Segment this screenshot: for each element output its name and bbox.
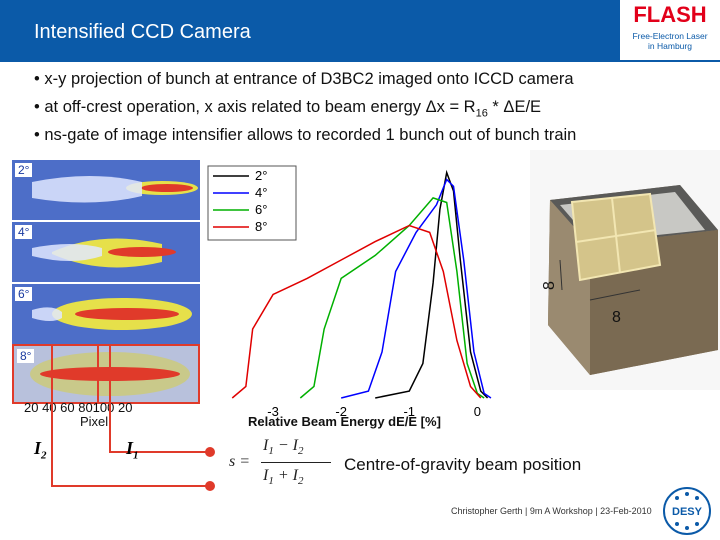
- series-line-3: [299, 197, 485, 399]
- centre-of-gravity-label: Centre-of-gravity beam position: [344, 455, 582, 474]
- signal-label-i1: I1: [126, 438, 139, 462]
- dimension-line: [589, 289, 641, 301]
- strip-label-2deg: 2°: [15, 163, 33, 177]
- bullet-2-text: • at off-crest operation, x axis related…: [34, 98, 476, 116]
- x-tick-label: 0: [474, 404, 481, 416]
- beam-image-graphic: [32, 298, 192, 330]
- legend-label-1: 2°: [255, 168, 267, 183]
- beam-image-graphic: [32, 176, 198, 203]
- formula-numerator: I1 − I2: [263, 437, 304, 458]
- dimension-line: [559, 259, 563, 291]
- wire-i1: [109, 344, 210, 453]
- slide-title: Intensified CCD Camera: [34, 21, 251, 43]
- bullet-2-tail: * ΔE/E: [487, 98, 542, 116]
- wire-i2: [51, 344, 210, 487]
- desy-dots: [675, 492, 699, 530]
- pixel-axis-label: Pixel: [80, 414, 109, 429]
- connector-i2: [205, 481, 215, 491]
- footer-credit: Christopher Gerth | 9m A Workshop | 23-F…: [451, 506, 652, 516]
- camera-dim-label-2: 8: [612, 309, 621, 326]
- x-tick-label: -1: [403, 404, 415, 416]
- legend-label-4: 8°: [255, 219, 267, 234]
- beam-image-strips: 2° 4° 6° 8°: [12, 160, 200, 408]
- strip-label-8deg: 8°: [17, 349, 35, 363]
- iccd-camera-photo: 8 8: [530, 150, 720, 390]
- flash-logo: FLASH Free-Electron Laser in Hamburg: [620, 0, 720, 60]
- connector-i1: [205, 447, 215, 457]
- formula-fraction-bar: [261, 462, 331, 463]
- energy-spectrum-chart: -3 -2 -1 0 2° 4° 6° 8°: [205, 158, 525, 416]
- logo-subtitle-1: Free-Electron Laser: [632, 31, 708, 41]
- desy-ring: [663, 487, 711, 535]
- camera-drawing: 8 8: [541, 185, 718, 375]
- signal-label-i2: I2: [34, 438, 47, 462]
- strip-label-6deg: 6°: [15, 287, 33, 301]
- bullet-3: • ns-gate of image intensifier allows to…: [34, 126, 577, 144]
- series-line-2: [340, 178, 492, 399]
- bullet-2: • at off-crest operation, x axis related…: [34, 98, 541, 119]
- strip-label-4deg: 4°: [15, 225, 33, 239]
- legend-label-2: 4°: [255, 185, 267, 200]
- formula-denominator: I1 + I2: [263, 467, 304, 488]
- centroid-formula: s = I1 − I2 I1 + I2: [225, 433, 347, 493]
- desy-logo: DESY: [663, 487, 711, 535]
- beam-image-6deg: 6°: [12, 284, 200, 344]
- logo-brand: FLASH: [633, 2, 707, 27]
- series-line-1: [375, 169, 489, 399]
- chart-series-group: [231, 169, 492, 399]
- formula-lhs: s =: [229, 453, 251, 470]
- x-tick-label: -3: [267, 404, 279, 416]
- beam-image-4deg: 4°: [12, 222, 200, 282]
- chart-tick-group: -3 -2 -1 0: [267, 404, 481, 416]
- series-line-4: [231, 224, 482, 399]
- header-bar: Intensified CCD Camera FLASH Free-Electr…: [0, 0, 720, 62]
- beam-image-2deg: 2°: [12, 160, 200, 220]
- legend-label-3: 6°: [255, 202, 267, 217]
- bullet-1: • x-y projection of bunch at entrance of…: [34, 70, 574, 88]
- logo-subtitle-2: in Hamburg: [648, 41, 692, 51]
- x-tick-label: -2: [335, 404, 347, 416]
- grid-line: [575, 229, 657, 243]
- beam-image-graphic: [32, 238, 176, 268]
- desy-wordmark: DESY: [672, 506, 703, 518]
- bullet-2-subscript: 16: [475, 107, 488, 120]
- legend-entries: 2° 4° 6° 8°: [213, 168, 267, 234]
- camera-dim-label-1: 8: [541, 281, 558, 290]
- chart-x-axis-label: Relative Beam Energy dE/E [%]: [248, 414, 441, 429]
